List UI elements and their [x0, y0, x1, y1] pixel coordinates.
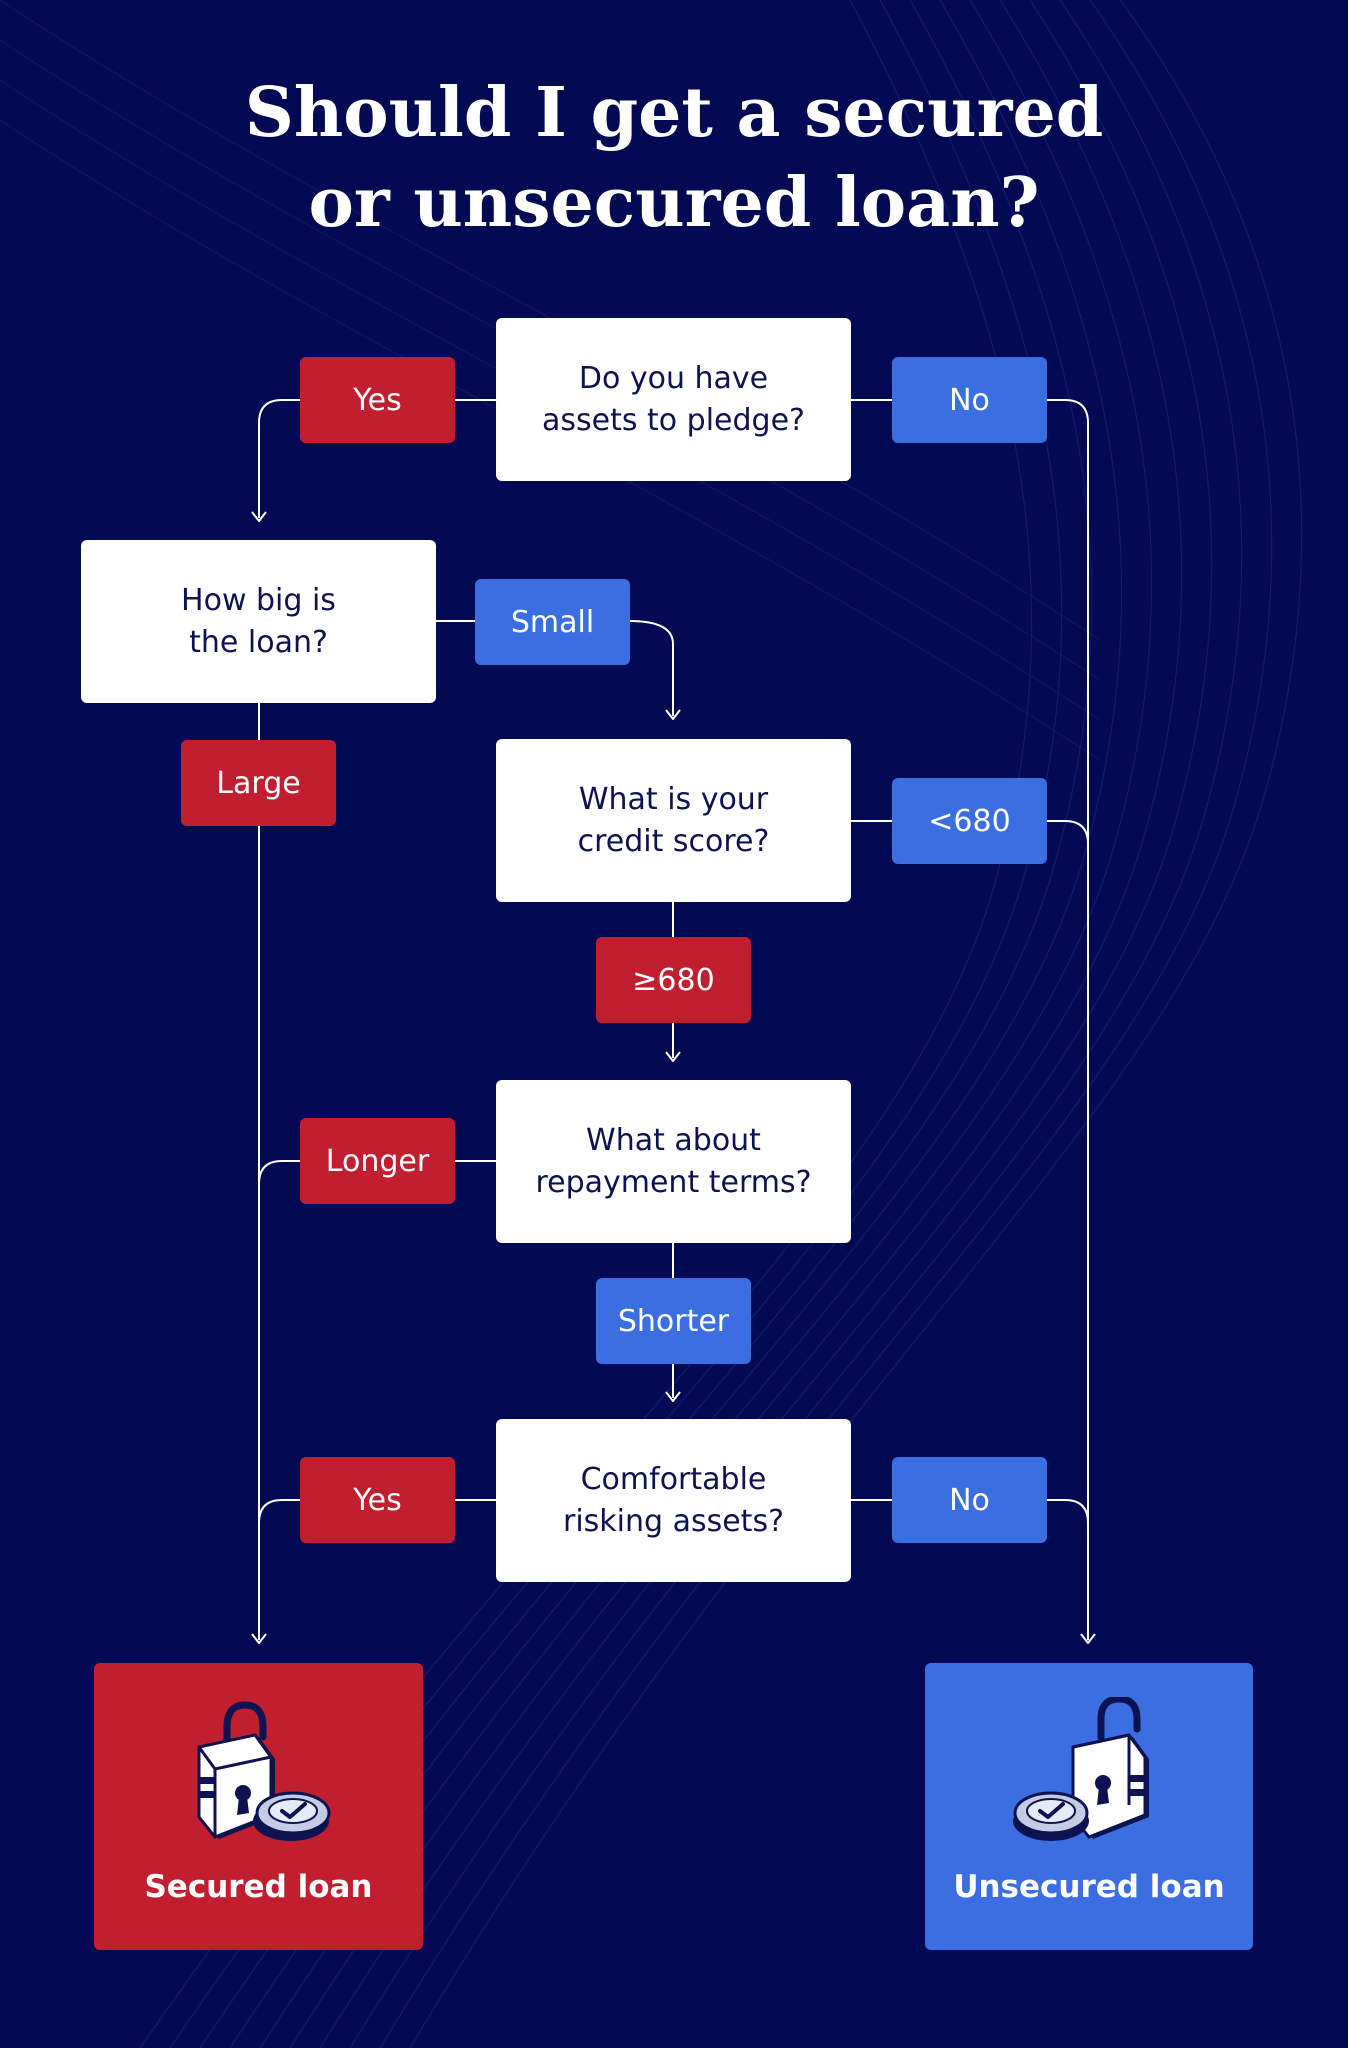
answer-risk-no: No — [892, 1457, 1047, 1543]
arrowhead-to-unsecured — [1080, 1633, 1096, 1644]
connector-credit-low — [851, 820, 1089, 845]
arrowhead-to-repayment — [665, 1051, 681, 1062]
question-assets-to-pledge: Do you have assets to pledge? — [496, 318, 851, 481]
connector-size-small — [436, 620, 674, 716]
padlock-with-check-coin-icon — [197, 1701, 330, 1841]
question-repayment-line-1: What about — [586, 1122, 761, 1158]
arrowhead-to-risk — [665, 1391, 681, 1402]
answer-size-small: Small — [475, 579, 630, 665]
connector-terms-longer — [258, 1160, 496, 1185]
question-loan-size-line-1: How big is — [181, 582, 336, 618]
answer-assets-no: No — [892, 357, 1047, 443]
question-credit-line-1: What is your — [578, 781, 769, 817]
result-unsecured-loan: Unsecured loan — [925, 1663, 1253, 1950]
question-assets-line-2: assets to pledge? — [542, 402, 805, 438]
answer-size-large: Large — [181, 740, 336, 826]
question-risk-line-2: risking assets? — [562, 1503, 784, 1539]
question-credit-score: What is your credit score? — [496, 739, 851, 902]
answer-terms-shorter: Shorter — [596, 1278, 751, 1364]
question-loan-size: How big is the loan? — [81, 540, 436, 703]
question-credit-line-2: credit score? — [577, 823, 770, 859]
result-unsecured-label: Unsecured loan — [953, 1869, 1225, 1905]
answer-risk-yes: Yes — [300, 1457, 455, 1543]
arrowhead-to-loan-size — [251, 511, 267, 522]
question-assets-line-1: Do you have — [578, 360, 769, 396]
arrowhead-to-credit — [665, 709, 681, 720]
answer-credit-high: ≥680 — [596, 937, 751, 1023]
question-loan-size-line-2: the loan? — [189, 624, 328, 660]
answer-terms-longer: Longer — [300, 1118, 455, 1204]
arrowhead-to-secured — [251, 1633, 267, 1644]
connector-assets-yes — [258, 399, 496, 518]
question-repayment-terms: What about repayment terms? — [496, 1080, 851, 1243]
answer-assets-yes: Yes — [300, 357, 455, 443]
question-repayment-line-2: repayment terms? — [535, 1164, 812, 1200]
connector-risk-yes — [258, 1499, 496, 1524]
connector-risk-no — [851, 1499, 1089, 1524]
connector-assets-no — [851, 399, 1089, 1640]
page-title: Should I get a secured or unsecured loan… — [0, 68, 1348, 248]
answer-credit-low: <680 — [892, 778, 1047, 864]
result-secured-loan: Secured loan — [94, 1663, 423, 1950]
result-secured-label: Secured loan — [144, 1869, 373, 1905]
open-padlock-with-check-coin-icon — [1013, 1697, 1149, 1841]
question-risk-line-1: Comfortable — [580, 1461, 767, 1497]
question-risking-assets: Comfortable risking assets? — [496, 1419, 851, 1582]
title-line-2: or unsecured loan? — [308, 163, 1040, 243]
title-line-1: Should I get a secured — [244, 73, 1104, 153]
